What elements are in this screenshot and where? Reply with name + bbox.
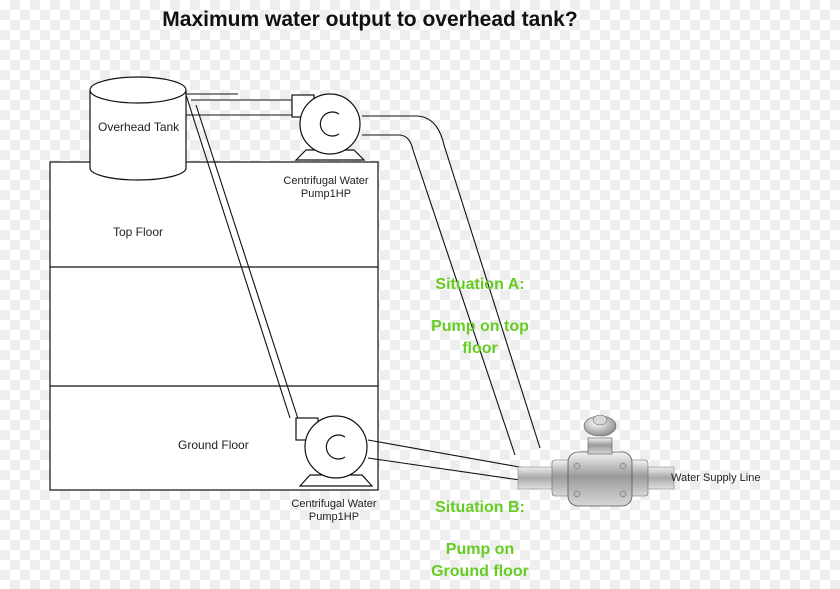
top-pump-caption-line2: Pump1HP: [300, 188, 352, 200]
pipe-ground-pump-valve-a: [367, 439, 526, 469]
pipe-tank-ground-pump-b: [195, 104, 301, 426]
situation-a-heading: Situation A:: [435, 276, 525, 293]
overhead-tank: [89, 76, 187, 181]
ground-pump-caption: Centrifugal Water Pump1HP: [276, 498, 392, 524]
situation-a-line1: Pump on top: [431, 318, 529, 335]
ball-valve-icon: [517, 414, 675, 507]
situation-b-line1: Pump on: [445, 541, 515, 558]
water-supply-line-label: Water Supply Line: [671, 472, 761, 484]
centrifugal-pump-ground: [295, 415, 374, 487]
diagram-title: Maximum water output to overhead tank?: [162, 8, 578, 31]
pump-ground-impeller-icon: [325, 434, 346, 460]
situation-a-line2: floor: [462, 340, 498, 357]
ground-floor-label: Ground Floor: [178, 438, 249, 452]
tank-body: [89, 90, 187, 181]
pipe-top-pump-valve-b: [362, 134, 516, 456]
pump-top-casing: [299, 93, 361, 155]
overhead-tank-label: Overhead Tank: [98, 120, 180, 134]
top-floor-label: Top Floor: [113, 225, 164, 239]
centrifugal-pump-top: [291, 93, 366, 161]
valve-body: [567, 451, 633, 507]
ground-pump-caption-line1: Centrifugal Water: [291, 498, 377, 510]
situation-b-heading: Situation B:: [435, 499, 525, 516]
pump-ground-casing: [304, 415, 368, 479]
pipes: [185, 93, 541, 481]
pipe-top-pump-valve-a: [362, 115, 541, 449]
pipe-tank-ground-pump-a: [185, 94, 291, 419]
tank-top: [89, 76, 187, 104]
ground-pump-caption-line2: Pump1HP: [308, 511, 360, 523]
situation-b-line2: Ground floor: [431, 563, 529, 580]
valve-stem: [587, 437, 613, 455]
pipe-ground-pump-valve-b: [367, 457, 521, 481]
pump-top-impeller-icon: [319, 111, 340, 137]
top-pump-caption: Centrifugal Water Pump1HP: [268, 175, 384, 201]
top-pump-caption-line1: Centrifugal Water: [283, 175, 369, 187]
